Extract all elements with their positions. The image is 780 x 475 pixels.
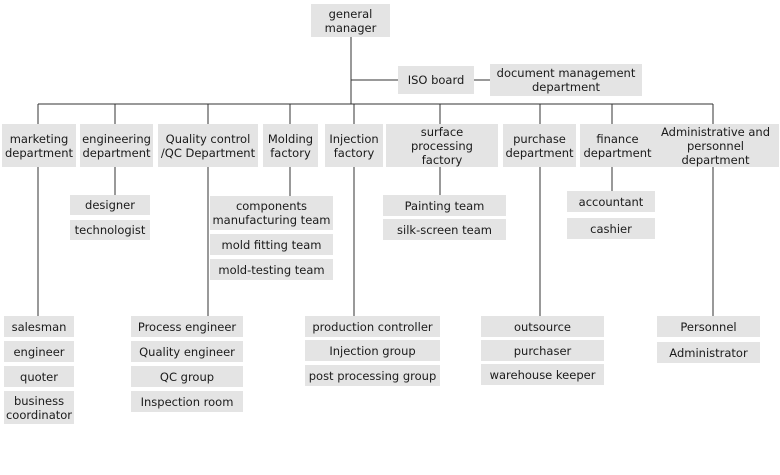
team-box-process-engineer: Process engineer <box>131 316 243 337</box>
team-box-post-processing-group: post processing group <box>305 365 440 386</box>
staff-box-iso-board: ISO board <box>398 66 474 94</box>
department-box-molding-factory: Molding factory <box>263 124 318 167</box>
team-box-quoter: quoter <box>4 366 74 387</box>
team-box-cashier: cashier <box>567 218 655 239</box>
team-box-technologist: technologist <box>70 220 150 240</box>
team-box-business-coordinator: business coordinator <box>4 391 74 424</box>
team-box-mold-fitting-team: mold fitting team <box>210 234 333 255</box>
team-box-designer: designer <box>70 195 150 215</box>
team-box-components-manufacturing-team: components manufacturing team <box>210 196 333 230</box>
department-box-quality-control-qc-department: Quality control /QC Department <box>158 124 258 167</box>
team-box-accountant: accountant <box>567 191 655 212</box>
department-box-finance-department: finance department <box>580 124 655 167</box>
department-box-administrative-and-personnel-department: Administrative and personnel department <box>652 124 779 167</box>
root-box-general-manager: general manager <box>311 4 390 37</box>
team-box-purchaser: purchaser <box>481 340 604 361</box>
team-box-engineer: engineer <box>4 341 74 362</box>
department-box-purchase-department: purchase department <box>503 124 576 167</box>
team-box-injection-group: Injection group <box>305 340 440 361</box>
staff-box-document-management-department: document management department <box>490 64 642 96</box>
team-box-production-controller: production controller <box>305 316 440 337</box>
team-box-silk-screen-team: silk-screen team <box>383 219 506 240</box>
team-box-administrator: Administrator <box>657 342 760 363</box>
team-box-inspection-room: Inspection room <box>131 391 243 412</box>
department-box-marketing-department: marketing department <box>2 124 76 167</box>
team-box-warehouse-keeper: warehouse keeper <box>481 364 604 385</box>
department-box-surface-processing-factory: surface processing factory <box>386 124 498 167</box>
team-box-salesman: salesman <box>4 316 74 337</box>
department-box-injection-factory: Injection factory <box>325 124 383 167</box>
team-box-personnel: Personnel <box>657 316 760 337</box>
team-box-mold-testing-team: mold-testing team <box>210 259 333 280</box>
team-box-qc-group: QC group <box>131 366 243 387</box>
team-box-painting-team: Painting team <box>383 195 506 216</box>
department-box-engineering-department: engineering department <box>80 124 153 167</box>
team-box-outsource: outsource <box>481 316 604 337</box>
team-box-quality-engineer: Quality engineer <box>131 341 243 362</box>
